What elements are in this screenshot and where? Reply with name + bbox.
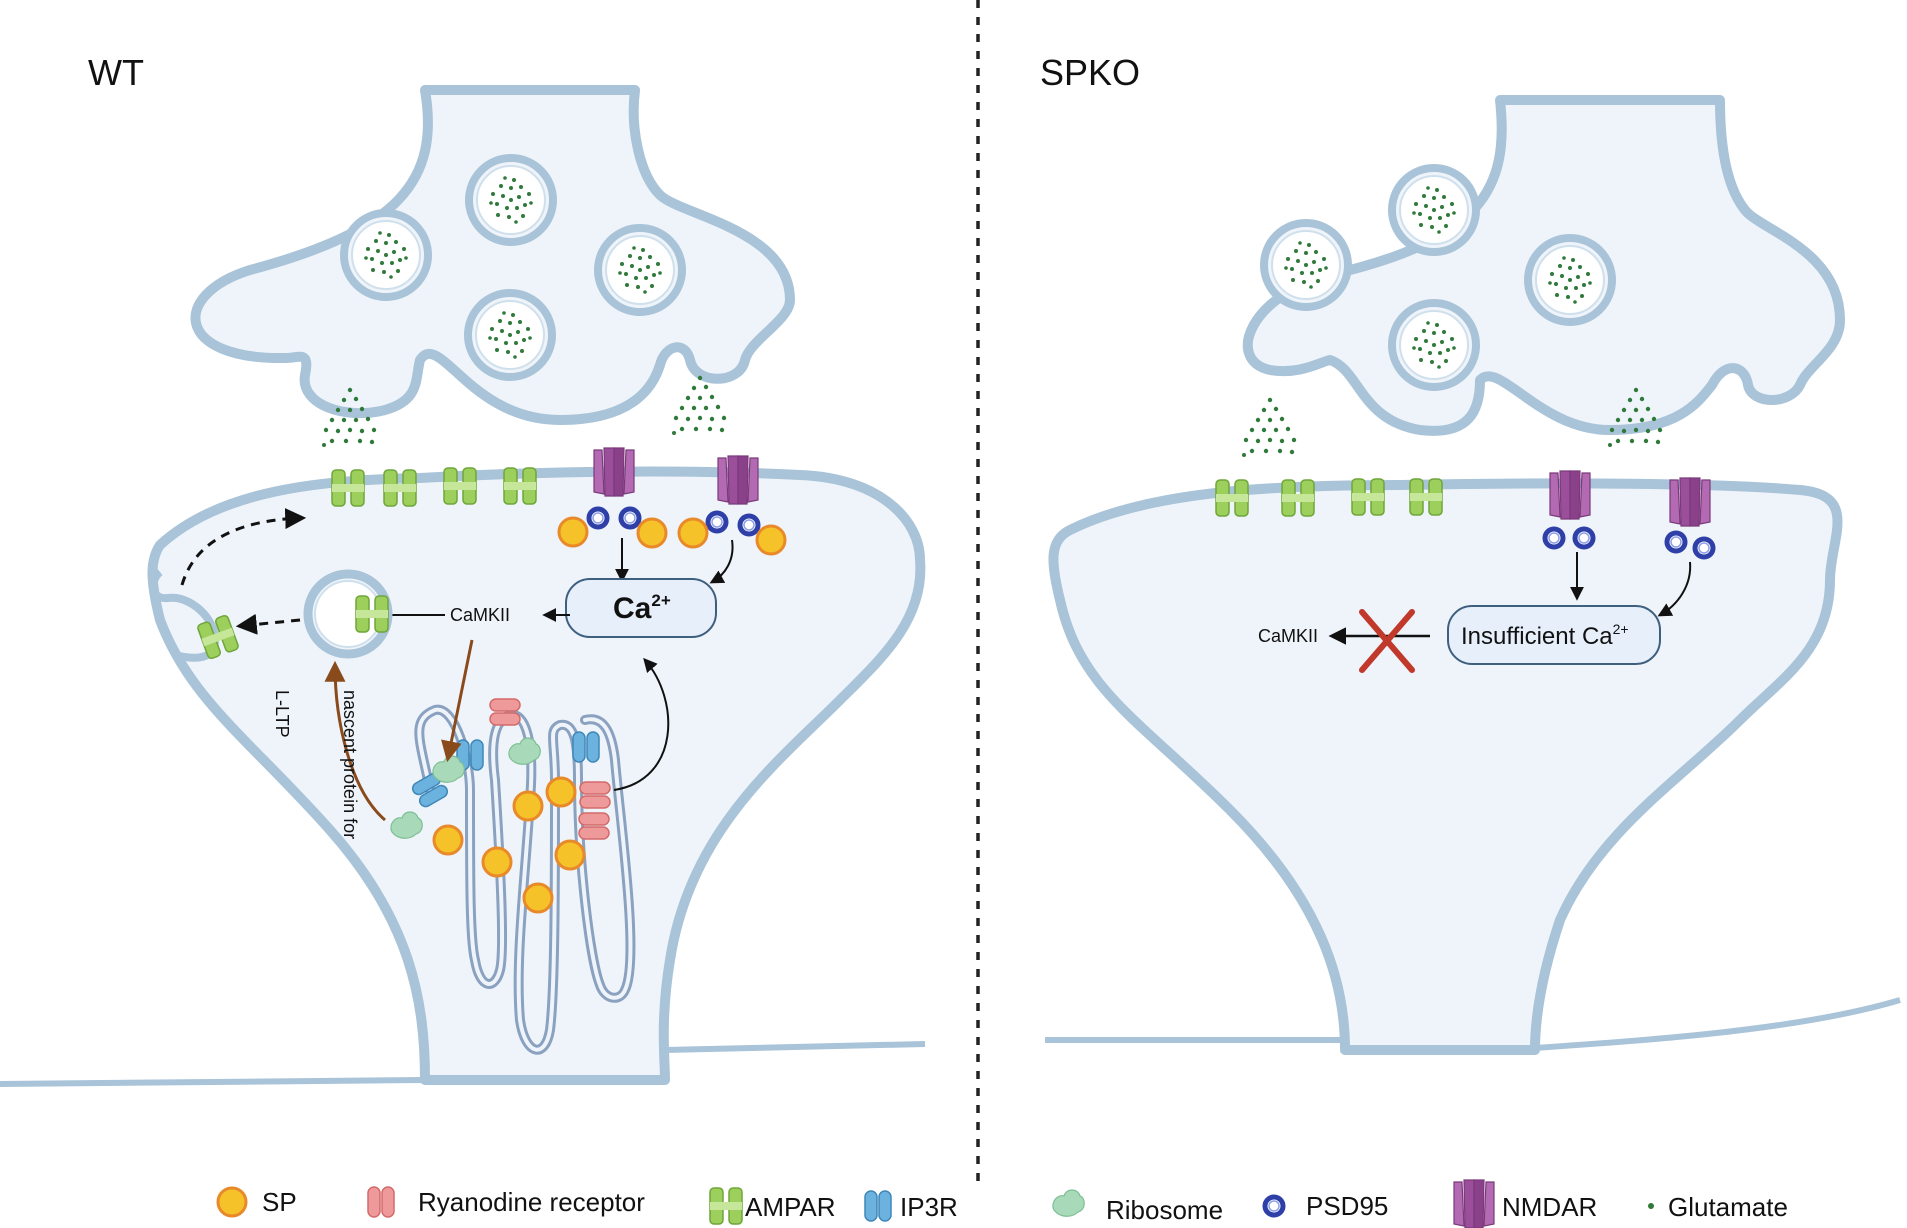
ryanodine-receptor-icon [367, 1186, 395, 1218]
nmdar-receptor [1669, 477, 1711, 527]
spko-dendrite-membrane-right [1534, 997, 1901, 1051]
sp-molecule [554, 839, 586, 871]
arrow-nascent-protein [324, 660, 386, 822]
sp-molecule [557, 516, 589, 548]
psd95-scaffold [1667, 533, 1685, 551]
legend-label: Ryanodine receptor [418, 1187, 645, 1217]
arrow-er-to-ca [613, 657, 670, 791]
ca-label: Ca2+ [613, 591, 671, 625]
synaptic-vesicle [469, 158, 553, 242]
wt-title: WT [88, 52, 144, 93]
sp-molecule [432, 824, 464, 856]
legend-item-psd95: PSD95 [1265, 1191, 1388, 1221]
sp-molecule [545, 776, 577, 808]
synaptic-vesicle [598, 228, 682, 312]
spko-postsynaptic-spine [1048, 478, 1843, 1055]
synaptic-vesicle [1528, 238, 1612, 322]
spine-apparatus [414, 704, 636, 1055]
synaptic-vesicle [344, 213, 428, 297]
dashed-arrow-to-pocket [235, 613, 301, 635]
glutamate-cloud [672, 375, 727, 435]
legend-label: Ribosome [1106, 1195, 1223, 1225]
spko-title: SPKO [1040, 52, 1140, 93]
legend-item-nmdar: NMDAR [1453, 1179, 1597, 1228]
wt-panel: Ca2+ CaMKII [0, 0, 980, 1190]
psd95-icon [1265, 1197, 1283, 1215]
legend-label: SP [262, 1187, 297, 1217]
legend-label: Glutamate [1668, 1192, 1788, 1222]
sp-molecule [636, 517, 668, 549]
nmdar-receptor [717, 455, 759, 505]
sp-molecule [522, 882, 554, 914]
legend-label: IP3R [900, 1192, 958, 1222]
wt-dendrite-membrane-right [664, 1041, 926, 1053]
synaptic-vesicle [1392, 303, 1476, 387]
spko-camkii-label: CaMKII [1258, 626, 1318, 646]
sp-molecule [512, 790, 544, 822]
psd95-scaffold [708, 513, 726, 531]
legend-item-ryanodine: Ryanodine receptor [367, 1186, 645, 1218]
nmdar-receptor [593, 447, 635, 497]
synaptic-vesicle [1264, 223, 1348, 307]
spko-panel: Insufficient Ca2+ CaMKII SPKO [1040, 52, 1901, 1055]
synaptic-vesicle [1392, 168, 1476, 252]
wt-camkii-label: CaMKII [450, 605, 510, 625]
nascent-protein-label: nascent protein for [340, 690, 360, 839]
sp-molecule [677, 517, 709, 549]
sp-molecule [481, 846, 513, 878]
ca-box [565, 578, 717, 638]
psd95-scaffold [1575, 529, 1593, 547]
psd95-scaffold [740, 516, 758, 534]
exocytosis-pocket [149, 568, 220, 662]
synaptic-vesicle [468, 293, 552, 377]
insufficient-ca-label: Insufficient Ca2+ [1461, 621, 1629, 650]
nmdar-receptor [1549, 470, 1591, 520]
psd95-scaffold [621, 509, 639, 527]
nmdar-icon [1453, 1179, 1495, 1228]
blocked-cross-icon [1359, 609, 1415, 673]
wt-presynaptic-terminal [190, 85, 795, 425]
arrow-nmdar-to-ca [709, 539, 734, 584]
wt-dendrite-membrane-left [0, 1077, 426, 1087]
wt-postsynaptic-spine [147, 466, 926, 1085]
legend-item-ribosome: Ribosome [1052, 1189, 1223, 1225]
glutamate-cloud [1242, 397, 1297, 457]
dashed-arrow-to-membrane [180, 508, 307, 586]
arrow-nmdar-to-ca [1657, 561, 1692, 617]
insufficient-ca-box [1447, 605, 1661, 665]
ip3r-icon [864, 1190, 892, 1222]
ampar-icon [709, 1187, 743, 1225]
legend-label: NMDAR [1502, 1192, 1597, 1222]
legend-item-sp: SP [216, 1186, 297, 1218]
legend: SP Ryanodine receptor AMPAR IP3R Ribosom… [216, 1179, 1788, 1228]
ribosome-icon [1052, 1189, 1085, 1217]
legend-label: AMPAR [745, 1192, 836, 1222]
legend-item-ip3r: IP3R [864, 1190, 958, 1222]
legend-item-ampar: AMPAR [709, 1187, 836, 1225]
psd95-scaffold [1695, 539, 1713, 557]
glutamate-icon [1648, 1203, 1654, 1209]
sp-icon [216, 1186, 248, 1218]
psd95-scaffold [589, 509, 607, 527]
l-ltp-label: L-LTP [272, 690, 292, 738]
legend-item-glutamate: Glutamate [1648, 1192, 1788, 1222]
psd95-scaffold [1545, 529, 1563, 547]
legend-label: PSD95 [1306, 1191, 1388, 1221]
sp-molecule [755, 524, 787, 556]
arrow-camkii-to-er [441, 639, 474, 763]
